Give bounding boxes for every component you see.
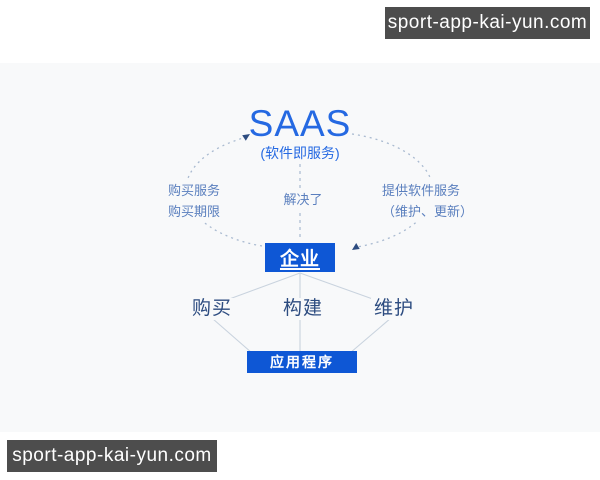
note-provide-service-line1: 提供软件服务 <box>382 183 461 198</box>
label-maintain: 维护 <box>371 298 418 320</box>
application-box-label: 应用程序 <box>270 354 334 370</box>
note-purchase-term-line2: 购买期限 <box>168 204 221 219</box>
note-provide-service: 提供软件服务 （维护、更新） <box>380 180 476 222</box>
enterprise-box-label: 企业 <box>279 249 320 270</box>
watermark-top: sport-app-kai-yun.com <box>385 7 590 39</box>
enterprise-box: 企业 <box>265 243 335 272</box>
saas-subtitle: (软件即服务) <box>260 145 340 161</box>
note-solves: 解决了 <box>270 189 336 210</box>
label-build: 构建 <box>280 298 327 320</box>
label-purchase: 购买 <box>189 298 236 320</box>
application-box: 应用程序 <box>247 351 357 373</box>
note-purchase-service-line1: 购买服务 <box>168 183 221 198</box>
note-purchase-service: 购买服务 购买期限 <box>166 180 223 222</box>
saas-title: SAAS <box>248 103 352 144</box>
watermark-bottom: sport-app-kai-yun.com <box>7 440 217 472</box>
note-maintain-update-line2: （维护、更新） <box>382 204 474 219</box>
